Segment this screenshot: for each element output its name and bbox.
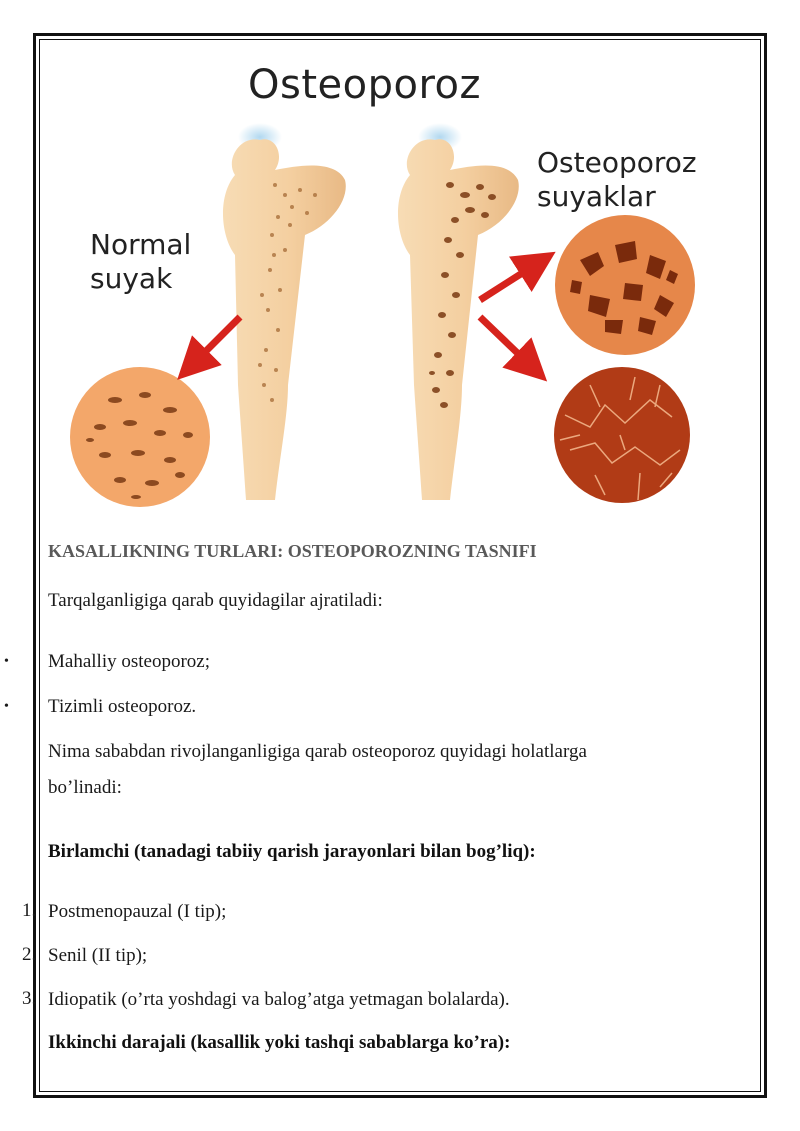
numbered-item-3: Idiopatik (o’rta yoshdagi va balog’atga … bbox=[48, 989, 510, 1010]
intro-paragraph-1: Tarqalganligiga qarab quyidagilar ajrati… bbox=[48, 590, 383, 611]
figure-title: Osteoporoz bbox=[248, 62, 481, 108]
osteoporosis-illustration bbox=[70, 123, 695, 507]
osteoporotic-bone-cross-section bbox=[555, 215, 695, 355]
page-border-outer bbox=[33, 33, 767, 1098]
secondary-type-heading: Ikkinchi darajali (kasallik yoki tashqi … bbox=[48, 1032, 511, 1053]
label-osteo-line2: suyaklar bbox=[537, 180, 656, 213]
bullet-item-1: Mahalliy osteoporoz; bbox=[48, 651, 210, 672]
page-border-inner bbox=[39, 39, 761, 1092]
bullet-marker: • bbox=[4, 654, 9, 669]
intro-paragraph-2-line-2: bo’linadi: bbox=[48, 777, 122, 798]
fractured-bone-cross-section bbox=[554, 367, 690, 503]
bullet-marker: • bbox=[4, 699, 9, 714]
label-normal-bone: Normal suyak bbox=[90, 228, 191, 296]
numbered-item-2: Senil (II tip); bbox=[48, 945, 148, 966]
intro-paragraph-2-line-1: Nima sababdan rivojlanganligiga qarab os… bbox=[48, 741, 587, 762]
numbered-item-1: Postmenopauzal (I tip); bbox=[48, 901, 227, 922]
list-number-3: 3. bbox=[22, 988, 37, 1009]
list-number-2: 2. bbox=[22, 944, 37, 965]
label-osteo-line1: Osteoporoz bbox=[537, 146, 697, 179]
osteoporotic-bone bbox=[397, 123, 519, 500]
normal-bone bbox=[222, 123, 346, 500]
primary-type-heading: Birlamchi (tanadagi tabiiy qarish jarayo… bbox=[48, 841, 536, 862]
list-number-1: 1. bbox=[22, 900, 37, 921]
label-osteoporotic-bones: Osteoporoz suyaklar bbox=[537, 146, 697, 214]
section-heading: KASALLIKNING TURLARI: OSTEOPOROZNING TAS… bbox=[48, 541, 537, 561]
arrows bbox=[177, 251, 556, 382]
normal-bone-texture bbox=[258, 183, 317, 402]
bullet-item-2: Tizimli osteoporoz. bbox=[48, 696, 197, 717]
normal-bone-cross-section bbox=[70, 367, 210, 507]
label-normal-line2: suyak bbox=[90, 262, 173, 295]
osteoporotic-bone-texture bbox=[429, 182, 496, 408]
label-normal-line1: Normal bbox=[90, 228, 192, 261]
